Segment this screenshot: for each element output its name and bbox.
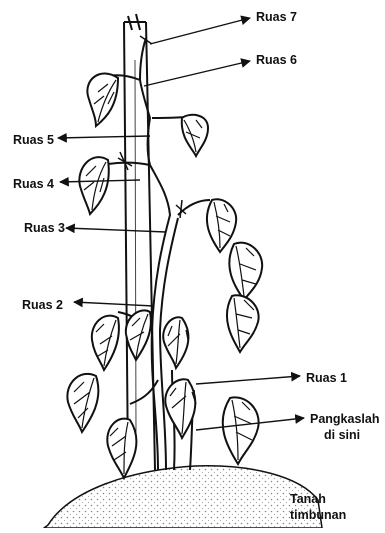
label-ruas-3: Ruas 3 — [24, 221, 65, 235]
label-tanah-line2: timbunan — [290, 508, 346, 522]
leaf — [107, 419, 136, 478]
label-ruas-5: Ruas 5 — [13, 133, 54, 147]
arrow-ruas2 — [74, 302, 154, 306]
leaf — [165, 379, 195, 438]
node-ties — [118, 36, 186, 218]
label-ruas-6: Ruas 6 — [256, 53, 297, 67]
label-ruas-2: Ruas 2 — [22, 298, 63, 312]
arrow-ruas5 — [58, 136, 150, 138]
label-pangkas-line1: Pangkaslah — [310, 412, 379, 426]
arrow-ruas4 — [60, 180, 140, 182]
label-tanah-line1: Tanah — [290, 492, 326, 506]
label-ruas-1: Ruas 1 — [306, 371, 347, 385]
leaf — [227, 295, 259, 352]
label-ruas-7: Ruas 7 — [256, 10, 297, 24]
arrow-ruas6 — [144, 61, 250, 86]
label-ruas-4: Ruas 4 — [13, 177, 54, 191]
leaf — [207, 199, 236, 252]
leaf — [163, 317, 188, 368]
leaf — [87, 73, 118, 126]
label-pangkas-line2: di sini — [324, 428, 360, 442]
arrow-ruas7 — [150, 18, 250, 44]
leaf — [229, 243, 262, 300]
leaf — [223, 397, 259, 464]
arrow-ruas1 — [196, 376, 300, 384]
soil-mound — [44, 466, 322, 528]
